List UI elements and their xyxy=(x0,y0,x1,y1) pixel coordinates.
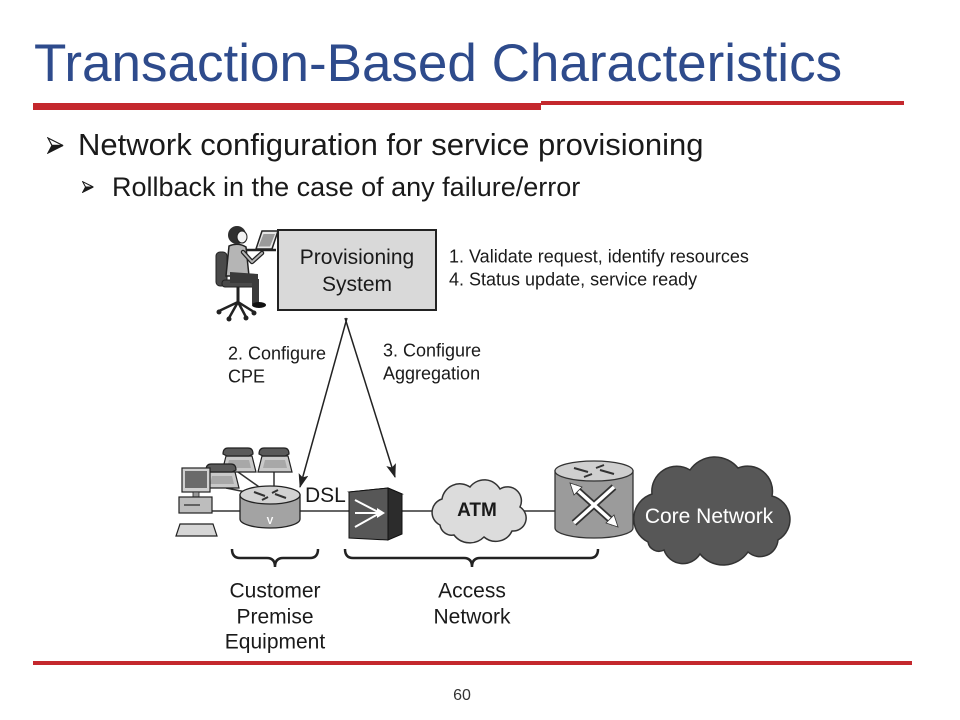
access-network-label-line-1: Access xyxy=(438,580,506,603)
cpe-label-line-3: Equipment xyxy=(225,631,326,654)
configure-aggregation-label-line-1: 3. Configure xyxy=(383,341,481,361)
ip-phone-icon xyxy=(257,447,293,473)
configure-cpe-arrow xyxy=(298,317,348,488)
operator-sleeve xyxy=(242,251,263,263)
configure-cpe-label-line-1: 2. Configure xyxy=(228,344,326,364)
cpe-label-line-2: Premise xyxy=(236,606,313,629)
core-network-label: Core Network xyxy=(645,505,774,528)
provisioning-box-line-1: Provisioning xyxy=(300,246,414,269)
operator-face xyxy=(236,230,248,244)
operator-thigh xyxy=(230,272,258,283)
configure-aggregation-arrow xyxy=(344,317,396,478)
operator-torso xyxy=(225,243,250,277)
core-network-cloud: Core Network xyxy=(633,456,791,566)
atm-cloud-shape xyxy=(431,479,527,544)
configure-cpe-label-line-2: CPE xyxy=(228,367,265,387)
bullet-level-2: Rollback in the case of any failure/erro… xyxy=(112,172,581,202)
title-underline-thick xyxy=(33,103,541,110)
aggregation-switch-icon xyxy=(347,487,404,541)
access-network-label-line-2: Network xyxy=(433,606,511,629)
operator-shoe xyxy=(252,302,266,308)
footer-rule xyxy=(33,661,912,665)
chair-base xyxy=(218,300,255,319)
router-badge: V xyxy=(267,516,274,527)
bullet-arrow-icon xyxy=(47,137,64,154)
operator-shin xyxy=(252,279,259,304)
operator-at-desk-icon xyxy=(215,226,280,322)
cpe-brace xyxy=(230,548,320,568)
sub-bullet-arrow-icon xyxy=(82,181,94,193)
title-underline-thin xyxy=(541,101,904,105)
chair-wheels xyxy=(216,309,257,322)
provisioning-box-line-2: System xyxy=(322,273,392,296)
status-note-step-4: 4. Status update, service ready xyxy=(449,270,697,290)
page-number: 60 xyxy=(453,687,471,704)
atm-switch-icon xyxy=(554,460,634,539)
voice-router-icon: V xyxy=(239,485,301,529)
atm-cloud: ATM xyxy=(431,479,527,544)
bullet-level-1: Network configuration for service provis… xyxy=(78,127,704,162)
access-network-brace xyxy=(343,548,600,568)
bullet-arrow-bottom xyxy=(82,186,94,193)
laptop-display xyxy=(258,234,275,247)
configure-aggregation-label-line-2: Aggregation xyxy=(383,364,480,384)
status-note-step-1: 1. Validate request, identify resources xyxy=(449,247,749,267)
bullet-arrow-bottom xyxy=(47,144,64,154)
cpe-label-line-1: Customer xyxy=(229,580,320,603)
provisioning-system-box: Provisioning System xyxy=(277,229,437,311)
provisioning-box-frame xyxy=(277,229,437,311)
slide-title: Transaction-Based Characteristics xyxy=(34,34,843,93)
dsl-link-label: DSL xyxy=(305,484,346,507)
core-network-cloud-shape xyxy=(633,456,791,566)
atm-cloud-label: ATM xyxy=(457,500,497,521)
desktop-computer-icon xyxy=(175,467,218,537)
